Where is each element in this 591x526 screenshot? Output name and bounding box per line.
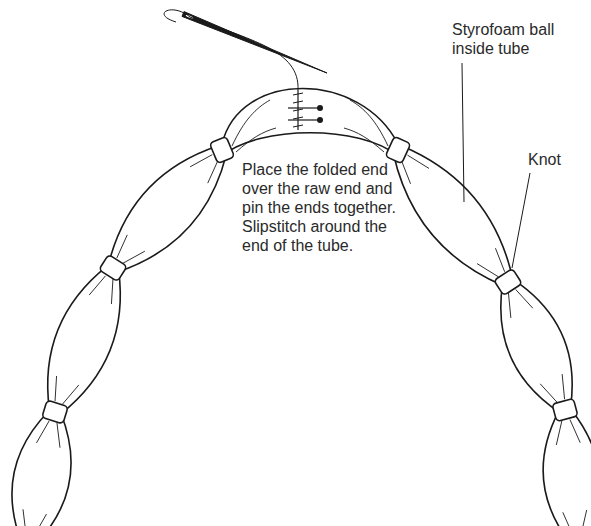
fabric-crease [407, 155, 429, 168]
fabric-crease [36, 421, 49, 443]
pin-head [317, 105, 323, 111]
fabric-crease [62, 385, 78, 404]
fabric-crease [401, 160, 410, 184]
tube-segment [543, 409, 591, 526]
fabric-crease [236, 128, 276, 152]
fabric-crease [123, 251, 145, 263]
thread [164, 10, 190, 22]
knot [42, 400, 68, 424]
knot [209, 136, 234, 163]
slipstitch [293, 117, 303, 119]
fabric-crease [516, 290, 533, 309]
instruction-note: Place the folded end over the raw end an… [242, 160, 418, 255]
tube-segment [48, 266, 121, 414]
leader-line [462, 63, 464, 202]
fabric-crease [495, 248, 504, 272]
fabric-crease [232, 100, 270, 146]
fabric-crease [55, 376, 57, 401]
tube-segment [393, 146, 512, 286]
knot [385, 136, 411, 164]
fabric-crease [117, 235, 127, 258]
pin [288, 119, 318, 120]
slipstitch [293, 93, 303, 95]
fabric-crease [581, 510, 587, 526]
fabric-crease [508, 293, 510, 318]
fabric-crease [350, 100, 388, 146]
slipstitch [293, 101, 303, 103]
tube-segment [109, 146, 227, 272]
fabric-crease [556, 420, 562, 445]
fabric-crease [208, 160, 218, 183]
needle [182, 12, 327, 73]
fabric-crease [190, 155, 212, 167]
fabric-crease [57, 423, 60, 448]
tube-segment [12, 411, 71, 526]
pin-head [317, 117, 323, 123]
knot [494, 268, 522, 295]
tube [12, 89, 591, 526]
pin [288, 107, 318, 108]
tube-segment [501, 280, 572, 413]
fabric-crease [570, 420, 580, 443]
fabric-crease [34, 514, 47, 526]
fabric-crease [477, 264, 499, 277]
fabric-crease [540, 384, 557, 403]
fabric-crease [563, 512, 573, 526]
fabric-crease [562, 374, 564, 399]
part-label: Knot [528, 150, 583, 169]
fabric-crease [23, 509, 26, 526]
knot [99, 254, 127, 281]
joined-segment [222, 89, 398, 157]
thread [190, 17, 298, 90]
fabric-crease [111, 279, 113, 304]
part-label: Styrofoam ball inside tube [452, 20, 577, 58]
fabric-crease [89, 276, 105, 295]
slipstitch [293, 109, 303, 111]
knot [552, 398, 578, 421]
fabric-crease [344, 128, 384, 152]
leader-line [512, 173, 530, 268]
slipstitch [293, 125, 303, 127]
